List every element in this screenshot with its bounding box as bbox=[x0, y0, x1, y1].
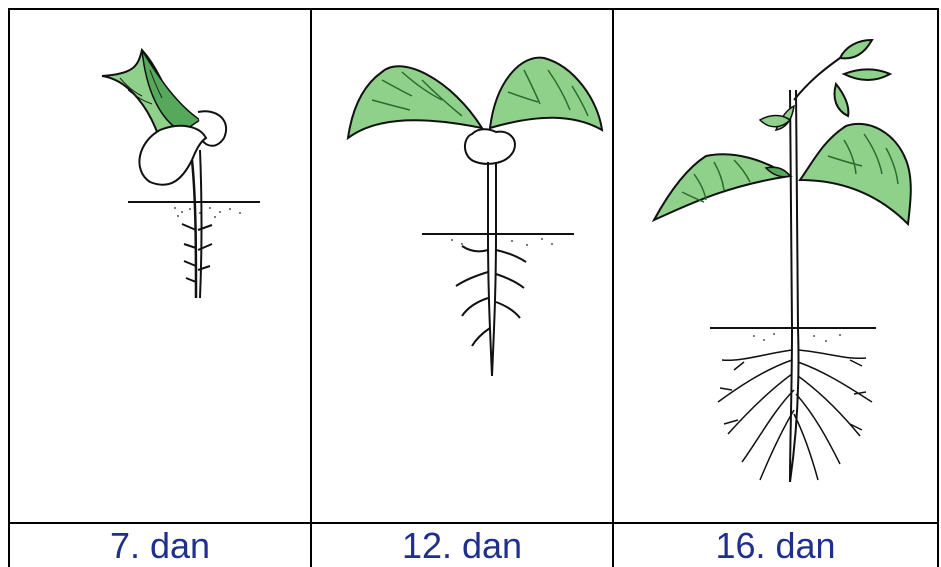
seedling-day-7-illustration bbox=[10, 10, 310, 522]
main-stem bbox=[790, 90, 798, 328]
taproot bbox=[790, 328, 799, 482]
plant-day-16-illustration bbox=[614, 10, 937, 522]
right-leaf bbox=[490, 58, 602, 130]
stage-panel-day-16 bbox=[614, 10, 937, 522]
growth-stages-table: 7. dan 12. dan 16. dan bbox=[8, 8, 939, 567]
table-border-right bbox=[937, 8, 939, 567]
top-leaf bbox=[840, 40, 872, 58]
stage-label-day-12: 12. dan bbox=[312, 524, 612, 567]
stage-label-day-16: 16. dan bbox=[614, 524, 937, 567]
stem bbox=[488, 162, 496, 234]
left-leaf bbox=[348, 66, 482, 138]
stage-panel-day-7 bbox=[10, 10, 310, 522]
seedling-day-12-illustration bbox=[312, 10, 612, 522]
cotyledons bbox=[465, 129, 515, 164]
stage-panel-day-12 bbox=[312, 10, 612, 522]
stage-label-day-7: 7. dan bbox=[10, 524, 310, 567]
left-leaf bbox=[654, 154, 790, 220]
taproot bbox=[488, 234, 496, 376]
root-system bbox=[718, 350, 872, 480]
